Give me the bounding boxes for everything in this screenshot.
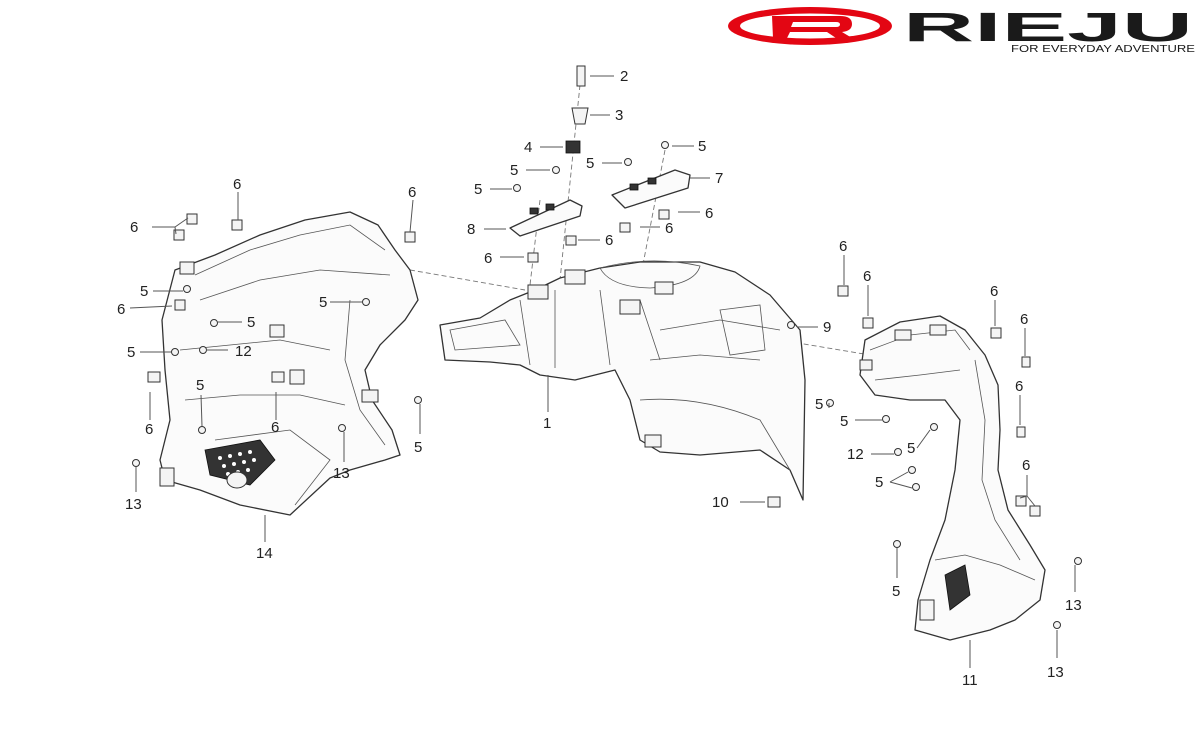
callout-5: 5 (815, 396, 823, 413)
callout-6: 6 (1015, 378, 1023, 395)
part-14-left-side-panel (147, 211, 419, 516)
callout-5: 5 (319, 294, 327, 311)
logo-wordmark: RIEJU (903, 4, 1193, 50)
rieju-logo: RIEJU FOR EVERYDAY ADVENTURE (728, 4, 1195, 55)
callout-5: 5 (140, 283, 148, 300)
callout-9: 9 (823, 319, 831, 336)
callout-5: 5 (875, 474, 883, 491)
part-1-tank-cover (439, 260, 806, 501)
part-11-right-side-panel (859, 315, 1046, 641)
callout-8: 8 (467, 221, 475, 238)
callout-6: 6 (233, 176, 241, 193)
logo-tagline: FOR EVERYDAY ADVENTURE (1011, 43, 1195, 55)
callout-12: 12 (235, 343, 252, 360)
hardware-parts (132, 65, 1082, 629)
callout-5: 5 (127, 344, 135, 361)
callout-13: 13 (1065, 597, 1082, 614)
callout-6: 6 (130, 219, 138, 236)
callout-13: 13 (1047, 664, 1064, 681)
callout-6: 6 (271, 419, 279, 436)
callout-6: 6 (665, 220, 673, 237)
callout-6: 6 (863, 268, 871, 285)
callout-5: 5 (586, 155, 594, 172)
callout-12: 12 (847, 446, 864, 463)
callout-6: 6 (408, 184, 416, 201)
callout-5: 5 (840, 413, 848, 430)
callout-5: 5 (414, 439, 422, 456)
callout-2: 2 (620, 68, 628, 85)
callout-5: 5 (247, 314, 255, 331)
callout-labels: 2 3 4 5 5 5 5 7 6 6 6 6 8 1 9 10 6 6 6 6… (117, 68, 1082, 689)
callout-6: 6 (990, 283, 998, 300)
callout-5: 5 (196, 377, 204, 394)
callout-6: 6 (117, 301, 125, 318)
callout-6: 6 (1020, 311, 1028, 328)
callout-10: 10 (712, 494, 729, 511)
callout-7: 7 (715, 170, 723, 187)
callout-6: 6 (484, 250, 492, 267)
callout-5: 5 (510, 162, 518, 179)
callout-3: 3 (615, 107, 623, 124)
callout-6: 6 (705, 205, 713, 222)
callout-6: 6 (145, 421, 153, 438)
callout-1: 1 (543, 415, 551, 432)
leader-lines (129, 75, 1076, 668)
callout-6: 6 (605, 232, 613, 249)
callout-13: 13 (333, 465, 350, 482)
callout-6: 6 (1022, 457, 1030, 474)
callout-4: 4 (524, 139, 532, 156)
part-7-bracket (611, 169, 691, 209)
part-8-bracket (509, 199, 583, 237)
callout-5: 5 (907, 440, 915, 457)
callout-6: 6 (839, 238, 847, 255)
callout-5: 5 (474, 181, 482, 198)
callout-11: 11 (962, 672, 978, 689)
callout-13: 13 (125, 496, 142, 513)
callout-5: 5 (698, 138, 706, 155)
callout-5: 5 (892, 583, 900, 600)
callout-14: 14 (256, 545, 273, 562)
